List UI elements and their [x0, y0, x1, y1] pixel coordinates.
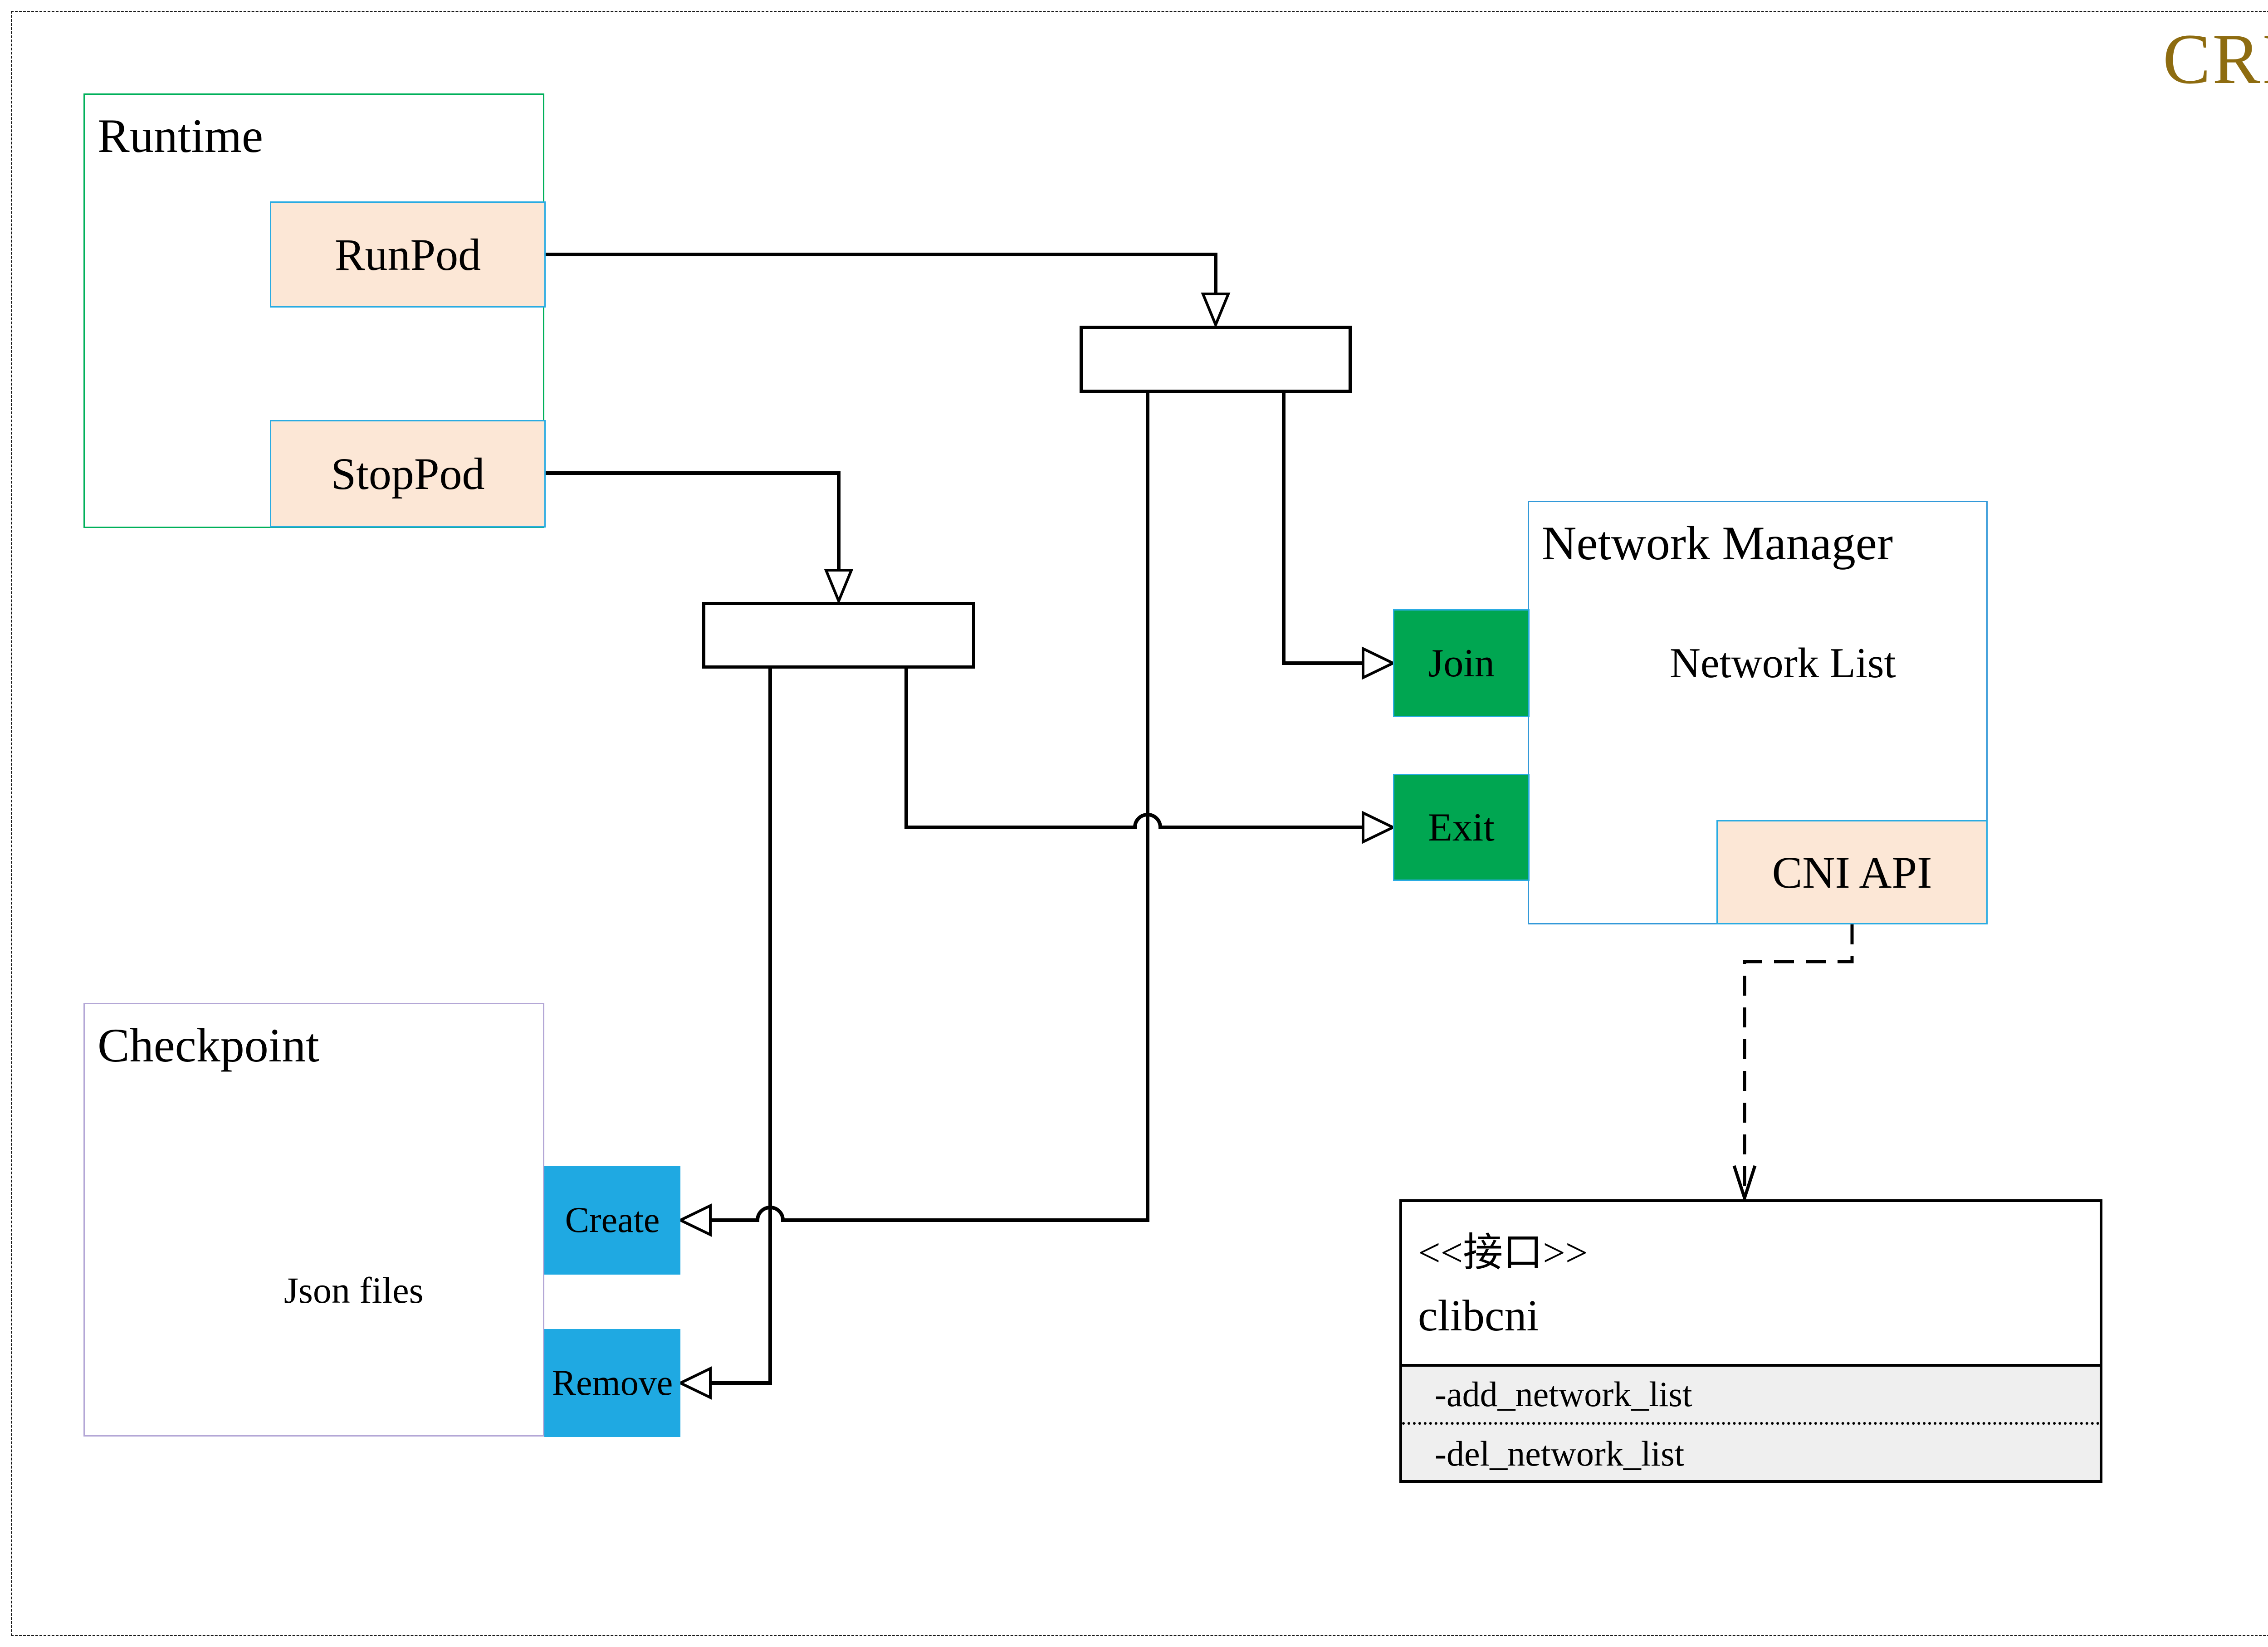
remove-label: Remove — [552, 1363, 673, 1403]
exit-arrowhead-icon — [1362, 811, 1396, 844]
checkpoint-group-box: Checkpoint — [83, 1003, 544, 1437]
json-files-label: Json files — [284, 1270, 424, 1311]
page-title: CRI — [2163, 20, 2268, 99]
remove-arrowhead-icon — [677, 1366, 712, 1400]
create-label: Create — [565, 1200, 660, 1240]
clibcni-method-add: -add_network_list — [1402, 1367, 2100, 1425]
cni-api-label: CNI API — [1772, 847, 1932, 898]
clibcni-stereotype: <<接口>> — [1418, 1231, 1588, 1275]
clibcni-method-del: -del_network_list — [1435, 1434, 1685, 1473]
create-node: Create — [544, 1166, 680, 1275]
join-connector-line — [1282, 393, 1364, 665]
remove-node: Remove — [544, 1329, 680, 1437]
create-arrowhead-icon — [677, 1203, 712, 1237]
stoppod-arrowhead-icon — [824, 569, 854, 605]
junction-box-stoppod — [702, 602, 975, 669]
checkpoint-label: Checkpoint — [98, 1019, 319, 1072]
clibcni-name: clibcni — [1418, 1291, 1539, 1340]
clibcni-methods-section: -add_network_list -del_network_list — [1402, 1367, 2100, 1480]
runpod-label: RunPod — [334, 229, 481, 280]
clibcni-interface-box: <<接口>> clibcni -add_network_list -del_ne… — [1399, 1199, 2102, 1483]
join-label: Join — [1428, 641, 1495, 685]
runpod-arrowhead-icon — [1201, 293, 1231, 328]
stoppod-connector-line — [546, 471, 841, 570]
stoppod-node: StopPod — [270, 420, 546, 528]
outer-dashed-border — [11, 11, 2268, 1636]
join-arrowhead-icon — [1362, 646, 1396, 680]
stoppod-label: StopPod — [331, 449, 485, 499]
cni-api-node: CNI API — [1716, 820, 1988, 924]
join-node: Join — [1393, 609, 1530, 717]
cniapi-dashed-connector — [1743, 924, 1854, 1195]
clibcni-title-section: <<接口>> clibcni — [1402, 1202, 2100, 1367]
network-manager-label: Network Manager — [1542, 517, 1893, 570]
runpod-node: RunPod — [270, 201, 546, 308]
clibcni-open-arrowhead-icon — [1732, 1165, 1757, 1203]
runpod-connector-line — [546, 253, 1217, 294]
exit-label: Exit — [1428, 805, 1495, 850]
remove-connector-line — [709, 669, 772, 1385]
network-list-label: Network List — [1670, 640, 1896, 687]
junction-box-runpod — [1080, 326, 1352, 393]
exit-node: Exit — [1393, 774, 1530, 881]
runtime-label: Runtime — [98, 109, 264, 162]
